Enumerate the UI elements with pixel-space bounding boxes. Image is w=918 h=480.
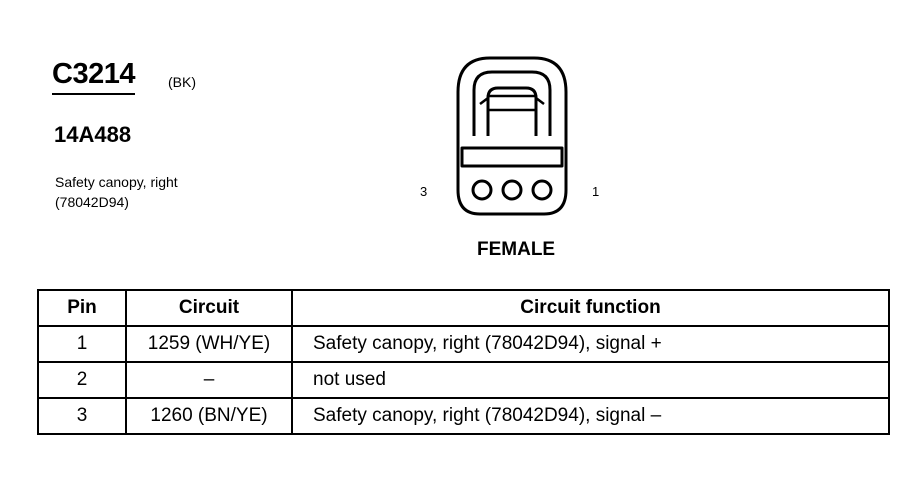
table-header-row: Pin Circuit Circuit function — [37, 289, 890, 327]
pin-hole-2 — [501, 179, 523, 201]
connector-face-diagram — [456, 56, 568, 216]
cell-function: not used — [291, 361, 890, 399]
description-line-1: Safety canopy, right — [55, 174, 178, 190]
latch-frame — [472, 70, 552, 136]
connector-gender: FEMALE — [477, 239, 556, 260]
part-number: 14A488 — [54, 122, 132, 147]
cell-circuit: 1260 (BN/YE) — [125, 397, 293, 435]
header-circuit: Circuit — [125, 289, 293, 327]
connector-color-code: (BK) — [168, 74, 196, 90]
latch-tab — [486, 86, 538, 136]
cell-circuit: – — [125, 361, 293, 399]
pin-label-left: 3 — [420, 184, 428, 199]
latch-tab-window — [486, 94, 538, 112]
table-row: 1 1259 (WH/YE) Safety canopy, right (780… — [37, 325, 890, 363]
pinout-table: Pin Circuit Circuit function 1 1259 (WH/… — [37, 289, 890, 435]
table-row: 2 – not used — [37, 361, 890, 399]
description-line-2: (78042D94) — [55, 194, 129, 210]
cell-pin: 3 — [37, 397, 127, 435]
latch-tab-top — [479, 97, 545, 105]
cell-function: Safety canopy, right (78042D94), signal … — [291, 397, 890, 435]
cell-pin: 1 — [37, 325, 127, 363]
keyway-slot — [460, 146, 564, 168]
table-row: 3 1260 (BN/YE) Safety canopy, right (780… — [37, 397, 890, 435]
header-circuit-function: Circuit function — [291, 289, 890, 327]
cell-pin: 2 — [37, 361, 127, 399]
pin-hole-1 — [531, 179, 553, 201]
pin-hole-3 — [471, 179, 493, 201]
pin-label-right: 1 — [592, 184, 600, 199]
header-pin: Pin — [37, 289, 127, 327]
cell-circuit: 1259 (WH/YE) — [125, 325, 293, 363]
housing-outline — [456, 56, 568, 216]
cell-function: Safety canopy, right (78042D94), signal … — [291, 325, 890, 363]
connector-description: Safety canopy, right (78042D94) — [55, 172, 178, 212]
connector-id: C3214 — [52, 60, 135, 95]
